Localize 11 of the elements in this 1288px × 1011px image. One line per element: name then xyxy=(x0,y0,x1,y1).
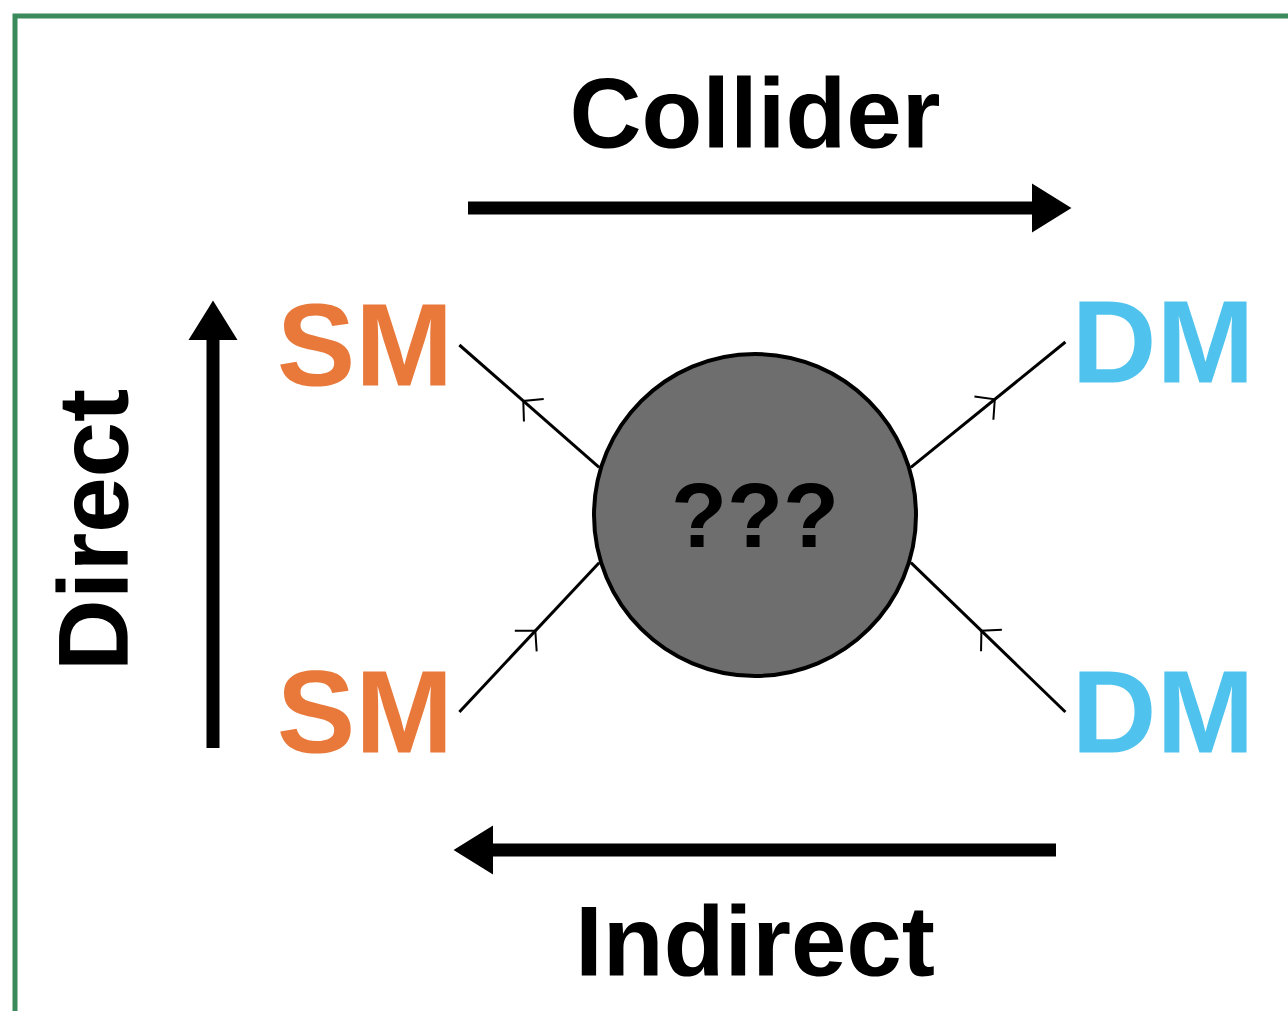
fermion-line xyxy=(909,561,1067,714)
fermion-line xyxy=(458,343,601,469)
fermion-line xyxy=(458,561,601,714)
axis-label: Collider xyxy=(573,75,939,149)
fermion-line xyxy=(909,340,1067,469)
particle-label: SM xyxy=(280,303,446,387)
particle-label: DM xyxy=(1079,301,1247,383)
particle-label: SM xyxy=(280,670,446,754)
axis-label: Direct xyxy=(55,390,129,665)
axis-label: Indirect xyxy=(581,903,934,977)
particle-label: DM xyxy=(1079,671,1247,753)
